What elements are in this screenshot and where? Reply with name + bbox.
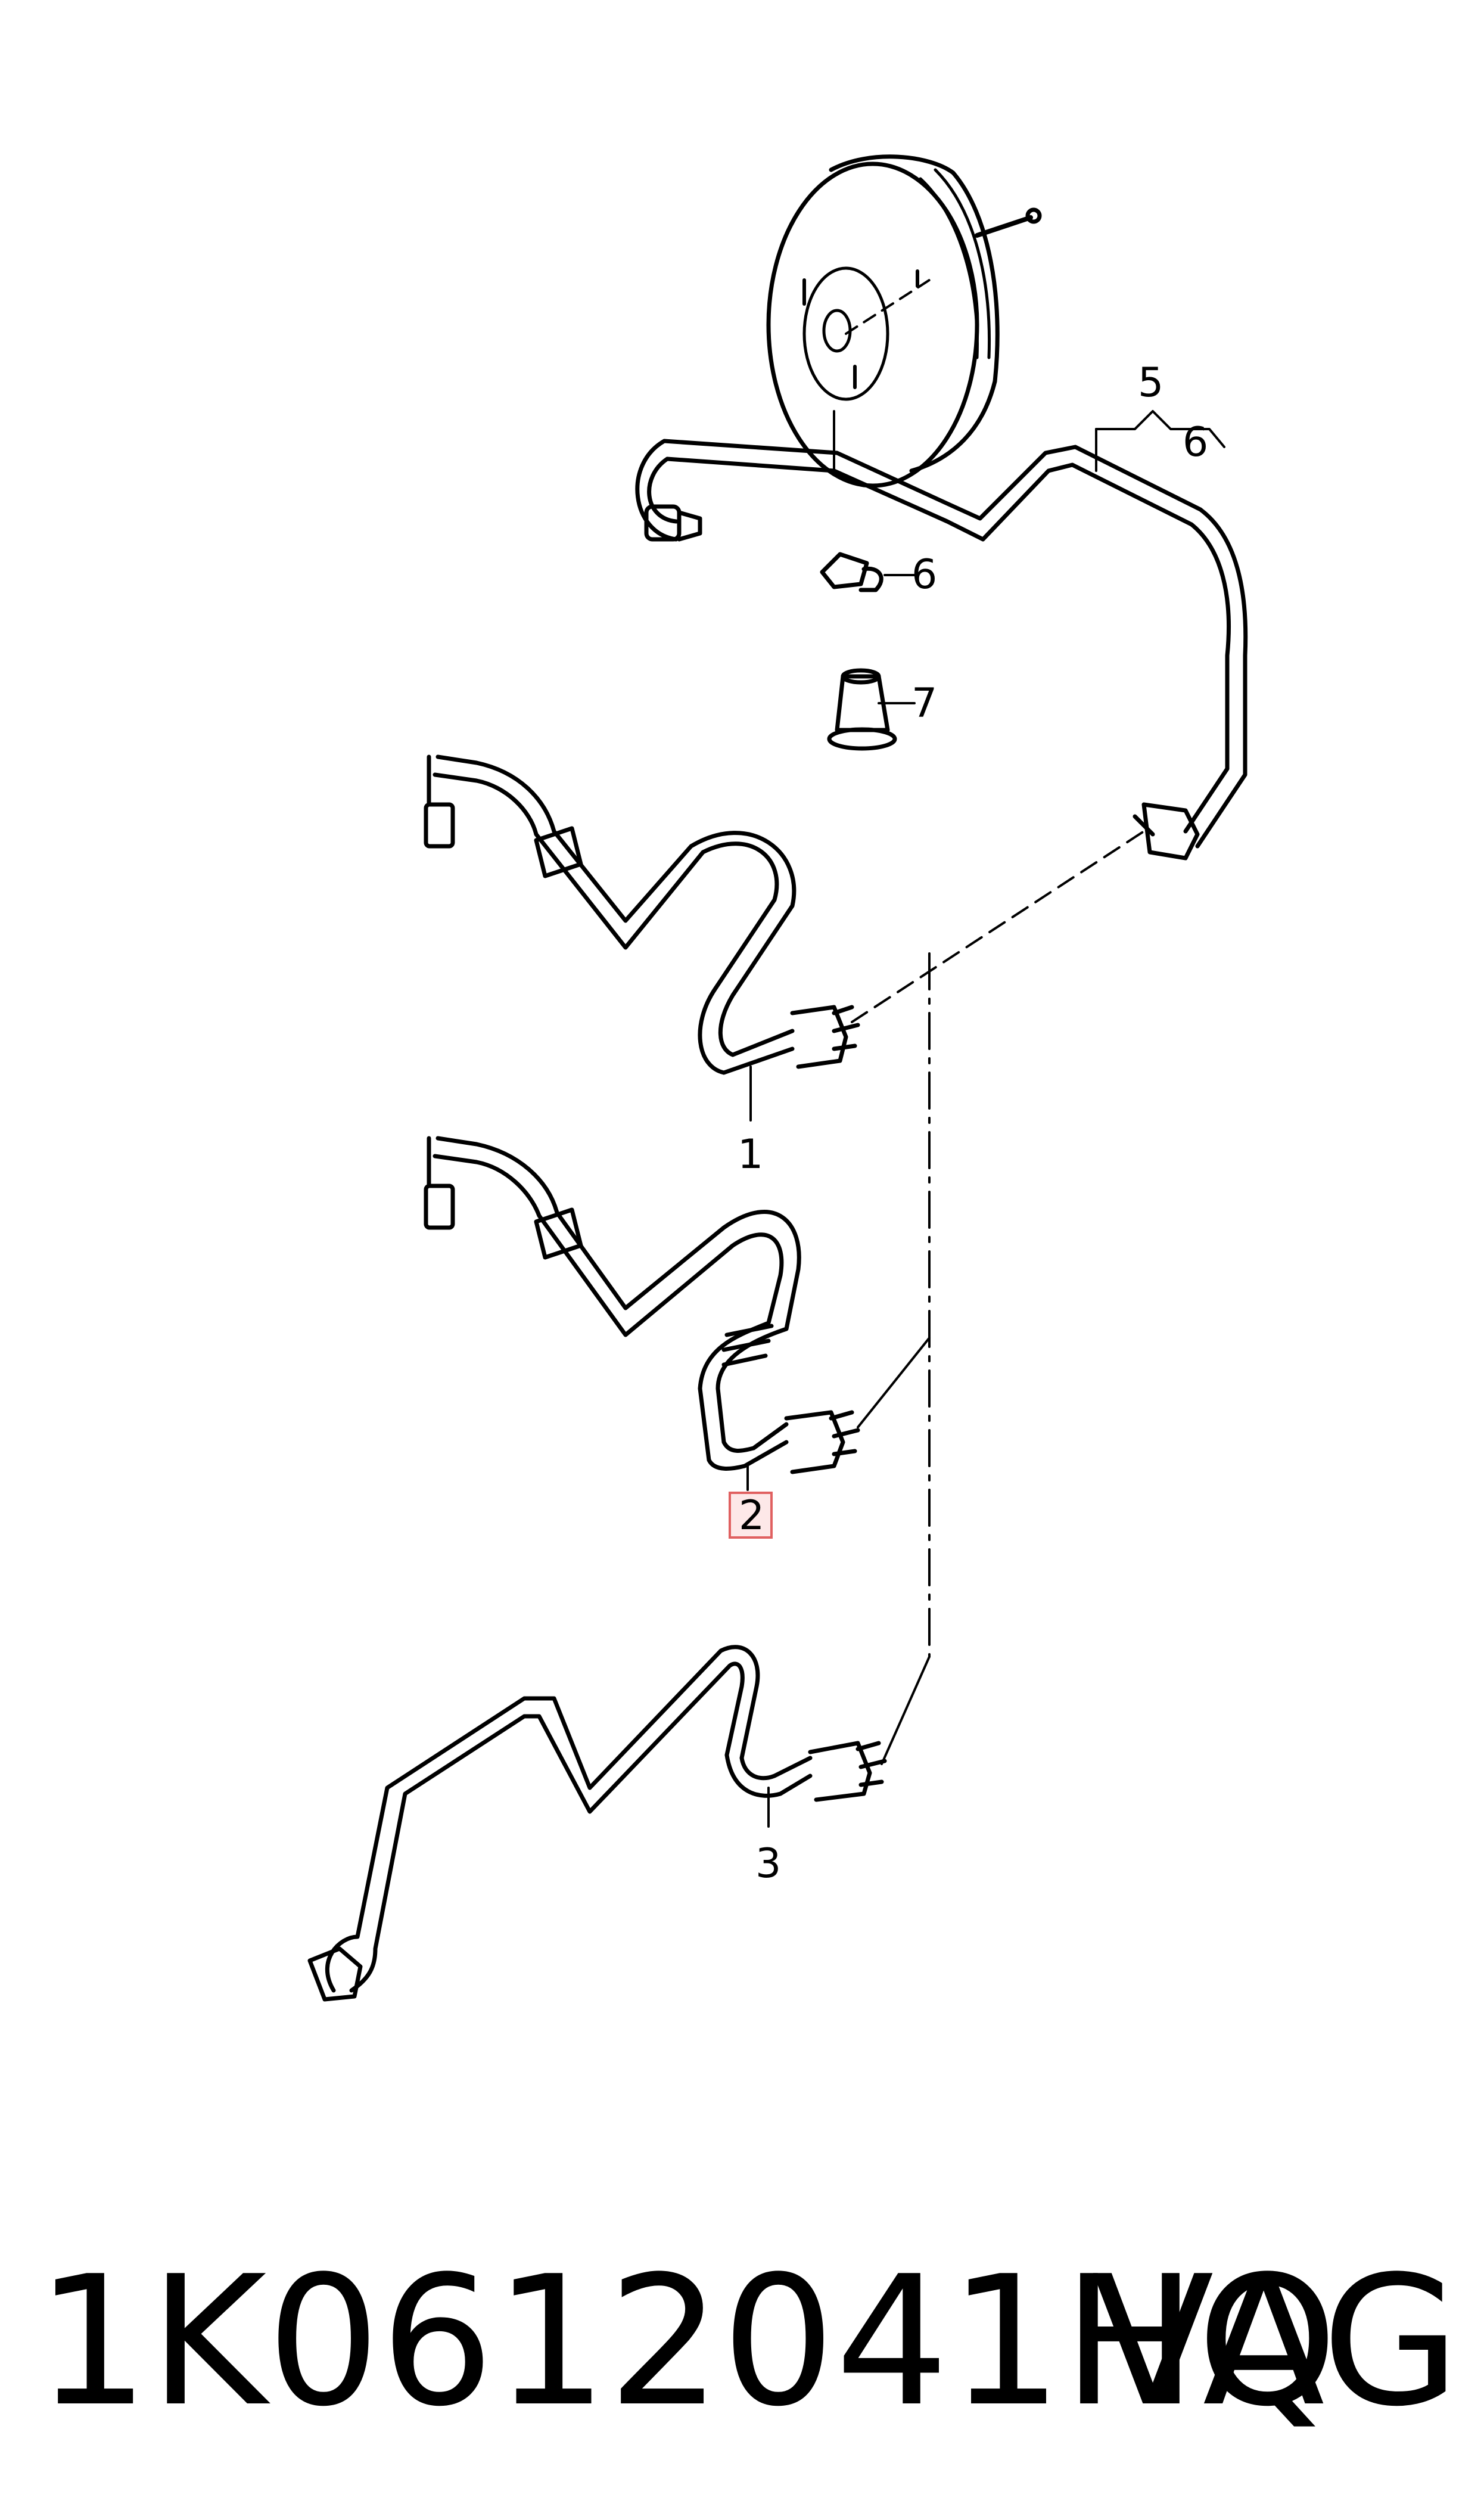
exploded-parts-diagram: 5 6 6 7 1 2 3: [307, 154, 1248, 2002]
callout-2[interactable]: 2: [739, 1492, 764, 1539]
vacuum-hose-3: [307, 1645, 931, 2002]
callout-labels: 5 6 6 7 1 2 3: [729, 359, 1208, 1887]
vacuum-line-upper: [635, 410, 1248, 861]
callout-5: 5: [1138, 359, 1163, 406]
vacuum-hose-2: [424, 1136, 931, 1491]
callout-1: 1: [738, 1131, 763, 1178]
part-number: 1K0612041HQ: [36, 2238, 1338, 2446]
footer: 1K0612041HQ VAG: [0, 2217, 1484, 2467]
brake-booster: [766, 154, 1042, 488]
callout-2-highlight: [729, 1492, 773, 1539]
callout-6-upper: 6: [1183, 419, 1208, 466]
callout-7: 7: [911, 680, 937, 727]
hose-clip: [820, 552, 916, 592]
brand-name: VAG: [1091, 2238, 1460, 2446]
callout-3: 3: [755, 1840, 781, 1887]
vacuum-hose-1: [424, 754, 1145, 1122]
callout-6-clip: 6: [911, 551, 937, 598]
rubber-grommet: [827, 668, 916, 751]
